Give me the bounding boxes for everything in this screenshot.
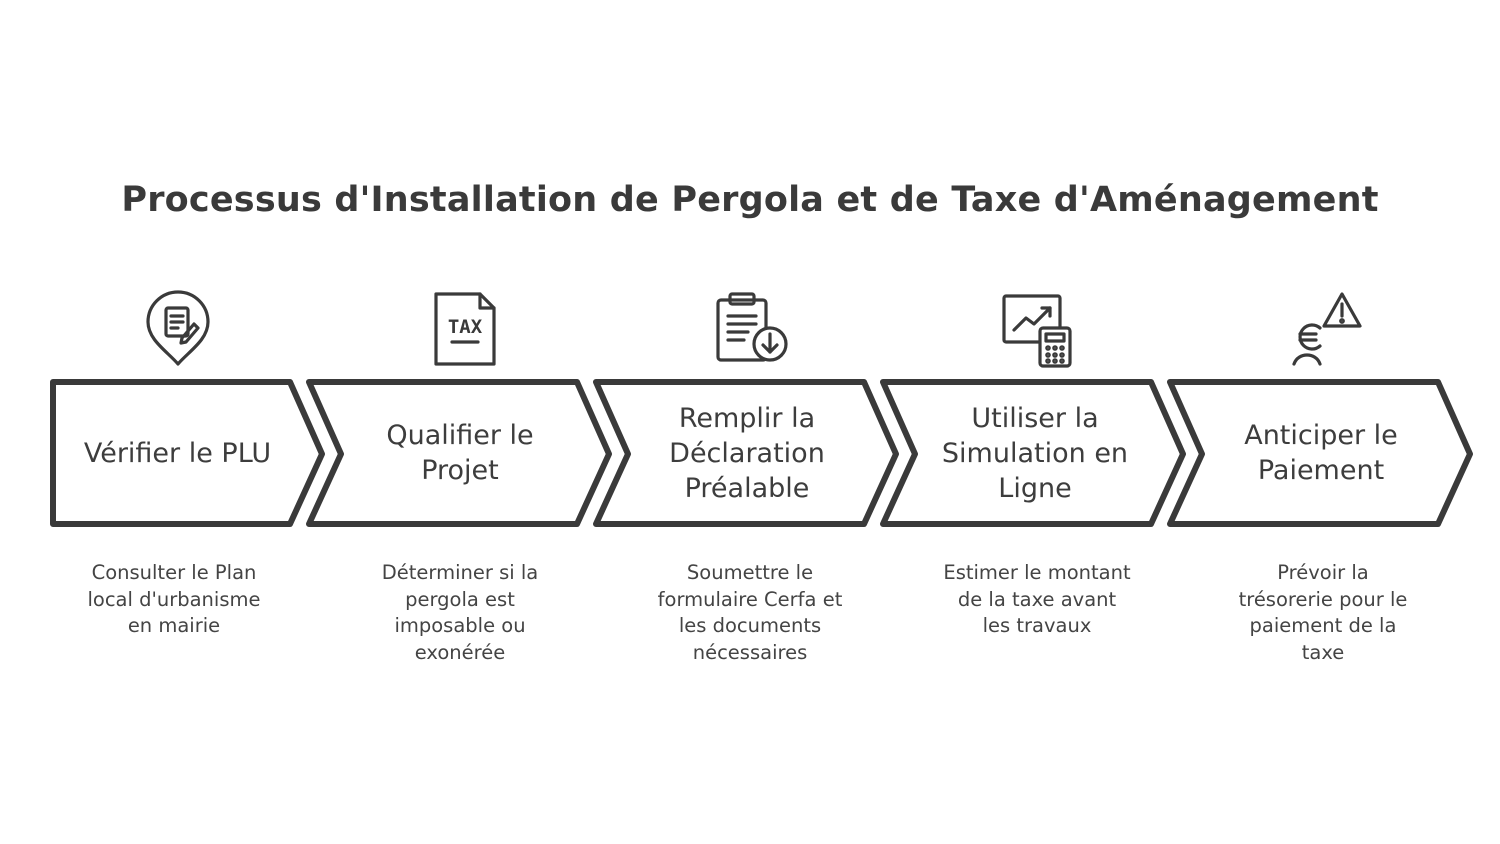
- step-4-label: Utiliser la Simulation en Ligne: [941, 402, 1129, 504]
- location-document-icon: [146, 290, 210, 366]
- step-4-description: Estimer le montant de la taxe avant les …: [943, 561, 1131, 637]
- step-5-label: Anticiper le Paiement: [1244, 420, 1398, 486]
- step-3-label: Remplir la Déclaration Préalable: [669, 402, 825, 504]
- chart-calculator-icon: [1002, 294, 1072, 368]
- diagram-title: Processus d'Installation de Pergola et d…: [121, 180, 1379, 220]
- chevron-step-5: [1167, 379, 1473, 527]
- chevron-step-4: [880, 379, 1186, 527]
- chevron-step-3: [593, 379, 899, 527]
- step-5-description: Prévoir la trésorerie pour le paiement d…: [1238, 561, 1408, 664]
- tax-icon-text: TAX: [448, 316, 483, 338]
- step-2-description: Déterminer si la pergola est imposable o…: [381, 561, 539, 664]
- step-1-label: Vérifier le PLU: [83, 437, 272, 469]
- chevron-step-2: [306, 379, 612, 527]
- step-1-description: Consulter le Plan local d'urbanisme en m…: [87, 561, 261, 637]
- tax-document-icon: TAX: [434, 292, 496, 366]
- chevron-step-1: [50, 379, 325, 527]
- step-3-description: Soumettre le formulaire Cerfa et les doc…: [657, 561, 843, 664]
- clipboard-download-icon: [716, 292, 788, 362]
- step-2-label: Qualifier le Projet: [386, 420, 534, 486]
- euro-person-warning-icon: [1292, 292, 1362, 366]
